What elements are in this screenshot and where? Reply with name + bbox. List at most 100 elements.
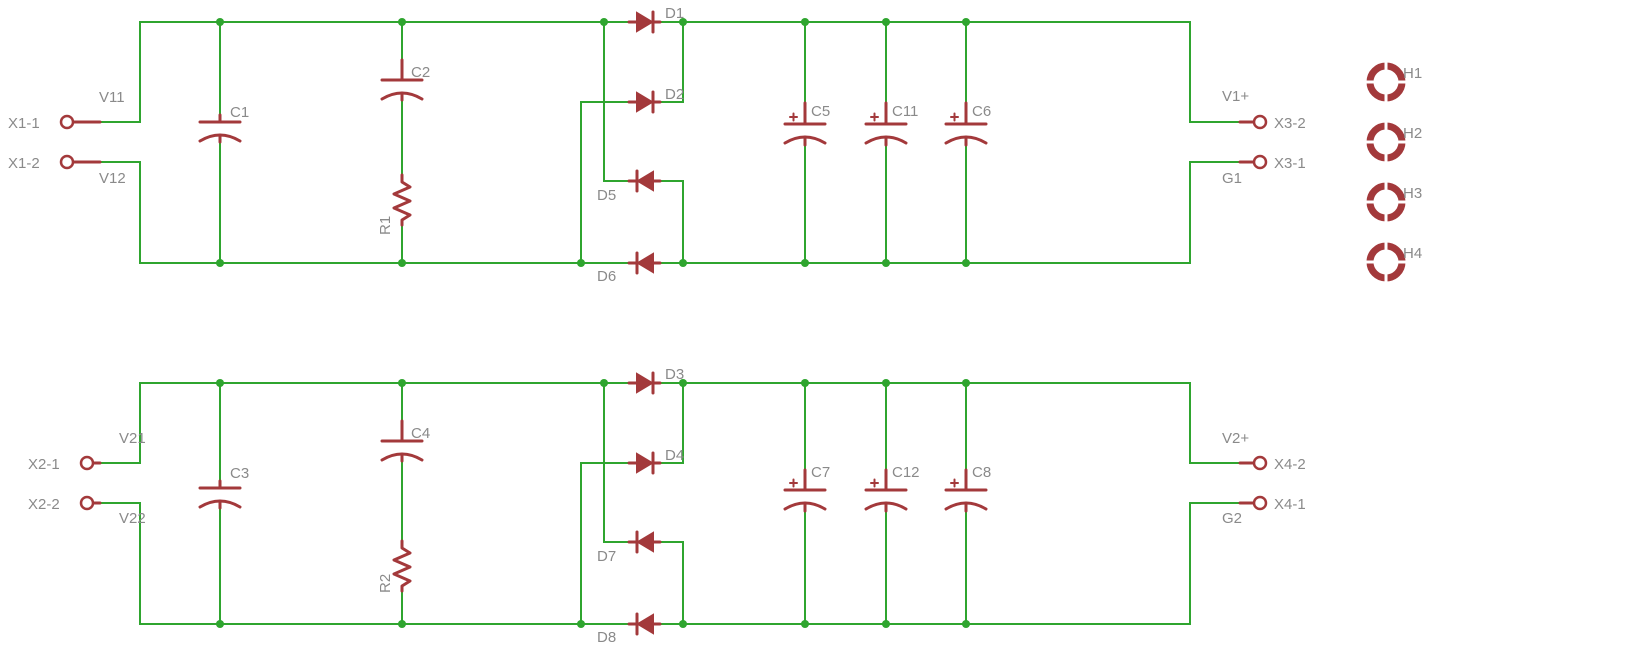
- mounting-hole-h1[interactable]: [1366, 62, 1406, 102]
- capacitor-label-c4: C4: [411, 425, 430, 442]
- input-connector-pin-2[interactable]: [79, 495, 102, 511]
- output-connector-pin-pos[interactable]: [1238, 114, 1268, 130]
- input-connector-pin-1[interactable]: [59, 114, 102, 130]
- junction-dot: [882, 259, 890, 267]
- electrolytic-label-c6: C6: [972, 103, 991, 120]
- net-label-in2: V22: [119, 510, 146, 527]
- junction-dot: [962, 18, 970, 26]
- junction-dot: [679, 620, 687, 628]
- rectifier-circuit-2: X2-1 X2-2 V21 V22 C3 C4 R2 D3 D4 D7 D8 C…: [28, 366, 1306, 646]
- connector-label-in1: X2-1: [28, 456, 60, 473]
- connector-label-out-gnd: X3-1: [1274, 155, 1306, 172]
- diode-label-d4: D4: [665, 447, 684, 464]
- connector-label-out-gnd: X4-1: [1274, 496, 1306, 513]
- electrolytic-label-c7: C7: [811, 464, 830, 481]
- junction-dot: [216, 379, 224, 387]
- electrolytic-cap-c6[interactable]: [944, 101, 988, 147]
- diode-d3[interactable]: [627, 371, 662, 395]
- diode-d1[interactable]: [627, 10, 662, 34]
- net-label-out-pos: V2+: [1222, 430, 1249, 447]
- diode-label-d7: D7: [597, 548, 616, 565]
- diode-label-d1: D1: [665, 5, 684, 22]
- capacitor-c2[interactable]: [380, 58, 424, 102]
- junction-dot: [216, 259, 224, 267]
- electrolytic-cap-c11[interactable]: [864, 101, 908, 147]
- junction-dot: [216, 18, 224, 26]
- connector-label-in1: X1-1: [8, 115, 40, 132]
- capacitor-c3[interactable]: [198, 479, 242, 510]
- diode-label-d3: D3: [665, 366, 684, 383]
- electrolytic-cap-c12[interactable]: [864, 468, 908, 513]
- junction-dot: [398, 18, 406, 26]
- net-label-in1: V11: [99, 89, 125, 106]
- junction-dot: [801, 620, 809, 628]
- mounting-hole-label-h4: H4: [1403, 245, 1422, 262]
- junction-dot: [882, 379, 890, 387]
- junction-dot: [882, 620, 890, 628]
- junction-dot: [679, 259, 687, 267]
- junctions-1: [216, 18, 970, 267]
- junctions-2: [216, 379, 970, 628]
- junction-dot: [962, 259, 970, 267]
- wires-1: [99, 21, 1241, 264]
- diode-d8[interactable]: [627, 612, 662, 636]
- mounting-hole-label-h2: H2: [1403, 125, 1422, 142]
- wires-2: [99, 382, 1241, 625]
- mounting-holes: H1 H2 H3 H4: [1366, 62, 1422, 282]
- diode-d4[interactable]: [627, 451, 662, 475]
- electrolytic-cap-c5[interactable]: [783, 101, 827, 147]
- capacitor-c1[interactable]: [198, 113, 242, 144]
- junction-dot: [398, 259, 406, 267]
- junction-dot: [600, 379, 608, 387]
- net-label-out-gnd: G1: [1222, 170, 1242, 187]
- junction-dot: [398, 379, 406, 387]
- net-label-out-gnd: G2: [1222, 510, 1242, 527]
- connector-label-in2: X1-2: [8, 155, 40, 172]
- capacitor-label-c1: C1: [230, 104, 249, 121]
- capacitor-label-c3: C3: [230, 465, 249, 482]
- electrolytic-cap-c7[interactable]: [783, 468, 827, 513]
- junction-dot: [398, 620, 406, 628]
- junction-dot: [962, 379, 970, 387]
- connector-label-out-pos: X3-2: [1274, 115, 1306, 132]
- output-connector-pin-gnd[interactable]: [1238, 495, 1268, 511]
- rectifier-circuit-1: X1-1 X1-2 V11 V12 C1 C2 R1 D1 D2 D5 D6 C…: [8, 5, 1306, 285]
- junction-dot: [801, 18, 809, 26]
- junction-dot: [882, 18, 890, 26]
- electrolytic-cap-c8[interactable]: [944, 468, 988, 513]
- diode-d2[interactable]: [627, 90, 662, 114]
- resistor-label-r2: R2: [377, 574, 394, 593]
- connector-label-out-pos: X4-2: [1274, 456, 1306, 473]
- mounting-hole-h4[interactable]: [1366, 242, 1406, 282]
- junction-dot: [600, 18, 608, 26]
- diode-label-d6: D6: [597, 268, 616, 285]
- mounting-hole-h3[interactable]: [1366, 182, 1406, 222]
- junction-dot: [801, 259, 809, 267]
- net-label-in2: V12: [99, 170, 126, 187]
- mounting-hole-h2[interactable]: [1366, 122, 1406, 162]
- output-connector-pin-pos[interactable]: [1238, 455, 1268, 471]
- electrolytic-label-c8: C8: [972, 464, 991, 481]
- mounting-hole-label-h1: H1: [1403, 65, 1422, 82]
- diode-label-d5: D5: [597, 187, 616, 204]
- resistor-r1[interactable]: [392, 173, 412, 227]
- junction-dot: [216, 620, 224, 628]
- net-label-out-pos: V1+: [1222, 88, 1249, 105]
- junction-dot: [962, 620, 970, 628]
- connector-label-in2: X2-2: [28, 496, 60, 513]
- diode-d5[interactable]: [627, 169, 662, 193]
- net-label-in1: V21: [119, 430, 146, 447]
- resistor-label-r1: R1: [377, 216, 394, 235]
- diode-d7[interactable]: [627, 530, 662, 554]
- input-connector-pin-2[interactable]: [59, 154, 102, 170]
- capacitor-c4[interactable]: [380, 419, 424, 463]
- electrolytic-label-c12: C12: [892, 464, 920, 481]
- input-connector-pin-1[interactable]: [79, 455, 102, 471]
- diode-label-d8: D8: [597, 629, 616, 646]
- resistor-r2[interactable]: [392, 539, 412, 593]
- electrolytic-label-c11: C11: [892, 103, 918, 120]
- diode-label-d2: D2: [665, 86, 684, 103]
- diode-d6[interactable]: [627, 251, 662, 275]
- output-connector-pin-gnd[interactable]: [1238, 154, 1268, 170]
